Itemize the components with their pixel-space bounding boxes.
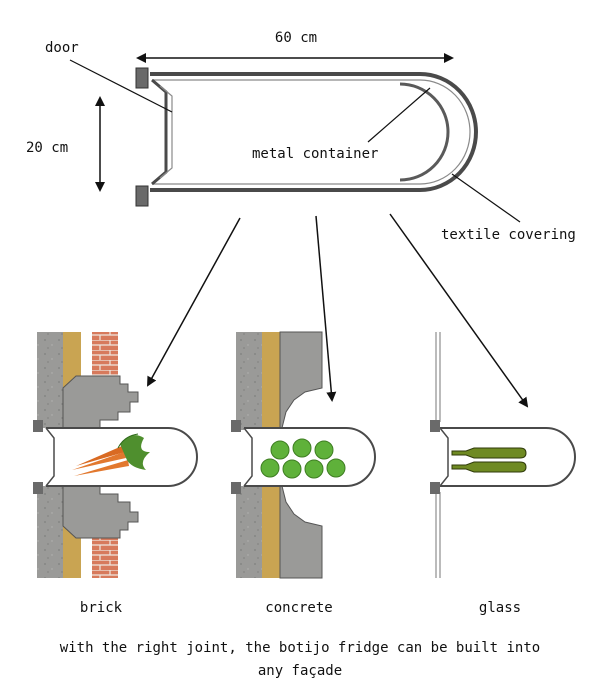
panel-label-concrete: concrete	[265, 600, 332, 616]
height-label: 20 cm	[26, 140, 68, 156]
caption-line-2: any façade	[258, 663, 342, 679]
brick-panel	[33, 332, 198, 578]
panel-label-glass: glass	[479, 600, 521, 616]
bottles-icon	[451, 447, 527, 473]
top-flange	[135, 67, 149, 89]
apples-icon	[260, 438, 346, 479]
arrow-to-glass	[389, 213, 529, 408]
carrots-icon	[72, 433, 150, 476]
caption-line-1: with the right joint, the botijo fridge …	[60, 640, 540, 656]
door-shape	[151, 78, 168, 186]
brick-cornice-bottom	[62, 485, 139, 539]
concrete-wall-bottom	[279, 485, 323, 579]
container-leader	[367, 87, 431, 143]
concrete-insulation-top	[262, 332, 280, 428]
width-label: 60 cm	[275, 30, 317, 46]
container-label: metal container	[252, 146, 378, 162]
concrete-wall-top	[279, 331, 323, 429]
brick-cornice-top	[62, 375, 139, 429]
door-label: door	[45, 40, 79, 56]
brick-column-top	[92, 332, 118, 382]
panel-label-brick: brick	[80, 600, 123, 616]
container-outline	[150, 72, 478, 192]
top-container-detail: door 60 cm 20 cm metal container textile…	[26, 30, 576, 243]
covering-label: textile covering	[441, 227, 576, 243]
door-leader	[69, 59, 173, 113]
concrete-insulation-bottom	[262, 486, 280, 578]
covering-leader	[451, 173, 521, 223]
bottom-flange	[135, 185, 149, 207]
arrow-to-brick	[147, 217, 241, 387]
glass-panel	[430, 332, 576, 578]
concrete-panel	[231, 331, 376, 579]
arrow-to-concrete	[315, 215, 337, 402]
textile-covering	[399, 82, 450, 182]
